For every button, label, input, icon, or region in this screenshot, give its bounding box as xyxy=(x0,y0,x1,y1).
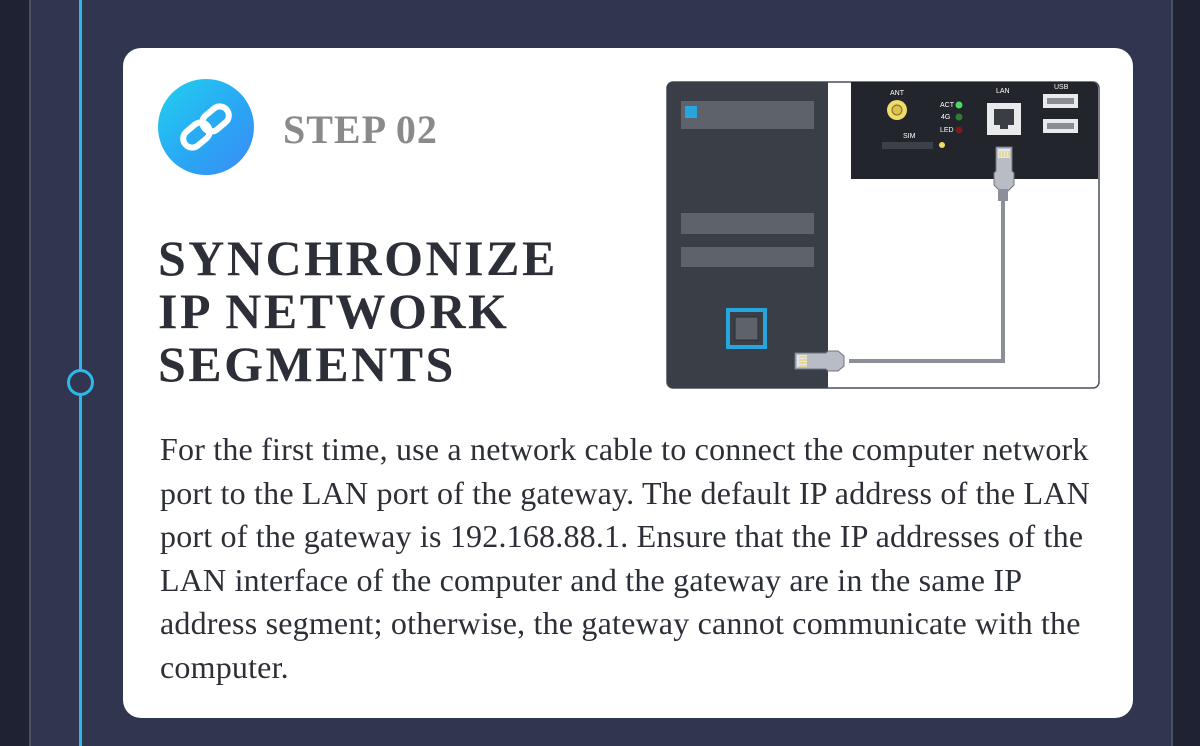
power-led-icon xyxy=(939,142,945,148)
step-description: For the first time, use a network cable … xyxy=(160,431,1090,685)
status-led-icon xyxy=(955,126,963,134)
link-icon xyxy=(158,79,254,175)
gateway-label-usb: USB xyxy=(1054,84,1069,91)
gateway-label-led: LED xyxy=(940,127,954,134)
gateway-label-act: ACT xyxy=(940,102,955,109)
title-line: SEGMENTS xyxy=(158,336,456,392)
computer-tower xyxy=(667,82,828,388)
gateway-label-lan: LAN xyxy=(996,88,1010,95)
sim-slot xyxy=(882,142,933,149)
gateway-label-ant: ANT xyxy=(890,90,905,97)
right-border-line xyxy=(1171,0,1173,746)
step-card: STEP 02 SYNCHRONIZE IP NETWORK SEGMENTS … xyxy=(123,48,1133,718)
ethernet-port-icon xyxy=(726,308,767,349)
gateway-panel: ANT SIM ACT 4G LED LAN USB xyxy=(851,82,1098,179)
act-led-icon xyxy=(955,101,963,109)
left-border-line xyxy=(29,0,31,746)
network-led-icon xyxy=(955,113,963,121)
left-border xyxy=(0,0,30,746)
right-border xyxy=(1173,0,1200,746)
timeline-step-marker xyxy=(67,369,94,396)
title-line: IP NETWORK xyxy=(158,283,510,339)
connection-illustration: ANT SIM ACT 4G LED LAN USB xyxy=(666,81,1100,389)
network-cable xyxy=(794,146,1015,372)
step-label: STEP 02 xyxy=(283,107,438,152)
gateway-label-sim: SIM xyxy=(903,133,916,140)
gateway-label-net: 4G xyxy=(941,114,950,121)
power-indicator-icon xyxy=(685,106,697,118)
title-line: SYNCHRONIZE xyxy=(158,230,558,286)
page-title: SYNCHRONIZE IP NETWORK SEGMENTS xyxy=(158,232,628,391)
